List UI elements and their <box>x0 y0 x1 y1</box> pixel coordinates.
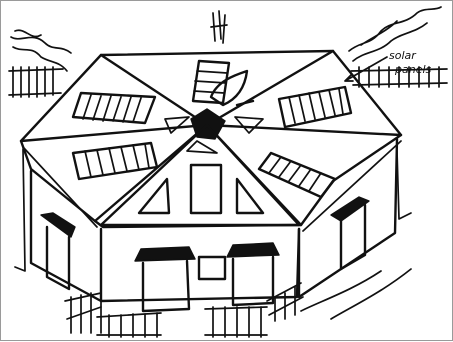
left-fence <box>9 67 63 97</box>
solar-panel <box>73 93 155 123</box>
solar-panel <box>73 143 157 179</box>
left-bush <box>11 30 71 71</box>
side-door-right[interactable] <box>331 197 369 269</box>
left-wall <box>31 171 101 301</box>
gable-window-right <box>237 179 263 213</box>
roof <box>21 51 401 231</box>
annotation-arrow <box>345 57 387 81</box>
chimney-smoke <box>211 11 227 43</box>
roof-vent <box>211 71 253 105</box>
front-door-right[interactable] <box>227 243 279 305</box>
right-wall <box>299 139 397 297</box>
front-door-left[interactable] <box>135 247 195 311</box>
front-fences <box>65 269 411 337</box>
solar-panel <box>279 87 351 127</box>
gable-window-center <box>191 165 221 213</box>
front-window <box>199 257 225 279</box>
annotation-line2: panels <box>394 63 432 76</box>
annotation-line1: solar <box>389 49 417 62</box>
solar-panel <box>259 153 335 197</box>
front-gable <box>101 125 299 225</box>
